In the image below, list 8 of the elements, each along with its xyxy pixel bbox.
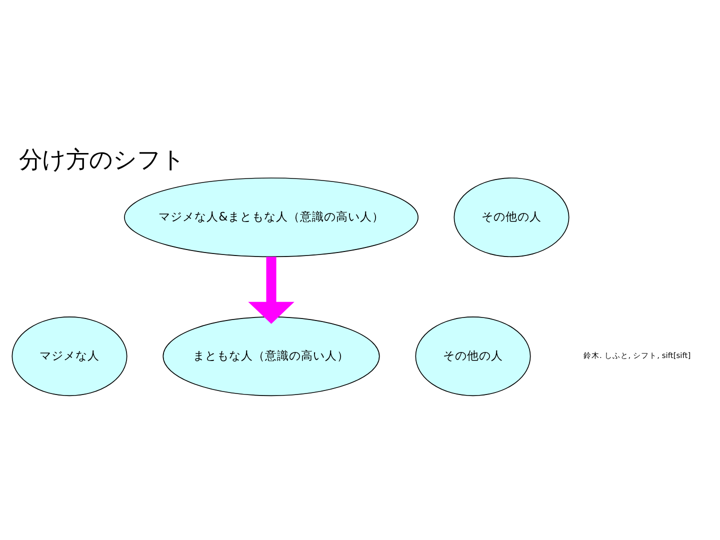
node-ellipse: マジメな人&まともな人（意識の高い人） (124, 177, 418, 257)
arrow (248, 256, 294, 324)
diagram-title: 分け方のシフト (19, 144, 186, 173)
label: 鈴木. しふと, シフト, sift[sift] (584, 350, 691, 360)
node-ellipse: その他の人 (415, 316, 531, 396)
node-ellipse: その他の人 (454, 177, 570, 257)
node-ellipse: マジメな人 (12, 316, 128, 396)
node-ellipse: まともな人（意識の高い人） (162, 316, 380, 396)
